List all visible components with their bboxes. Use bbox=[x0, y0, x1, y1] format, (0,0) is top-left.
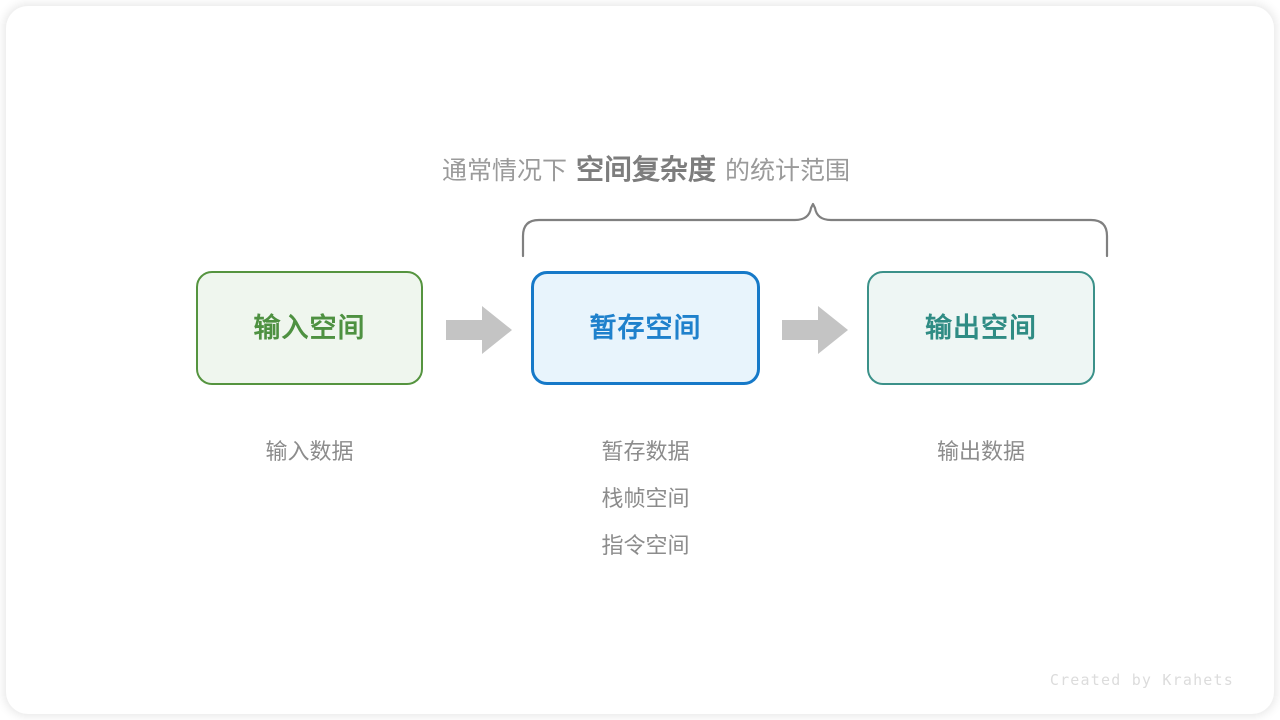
sublabels-input: 输入数据 bbox=[196, 428, 423, 475]
box-input-space[interactable]: 输入空间 bbox=[196, 271, 423, 385]
sublabel-item: 栈帧空间 bbox=[601, 486, 690, 511]
sublabel-item: 输入数据 bbox=[265, 439, 354, 464]
box-temp-space[interactable]: 暂存空间 bbox=[531, 271, 760, 385]
box-output-space-label: 输出空间 bbox=[925, 312, 1037, 343]
caption-prefix: 通常情况下 bbox=[441, 157, 567, 185]
caption-emphasis: 空间复杂度 bbox=[575, 154, 716, 185]
arrow-right-icon bbox=[782, 306, 848, 354]
box-temp-space-label: 暂存空间 bbox=[589, 312, 702, 343]
sublabels-output: 输出数据 bbox=[867, 428, 1095, 475]
sublabel-item: 暂存数据 bbox=[601, 439, 690, 464]
scope-brace-icon bbox=[521, 202, 1109, 258]
space-boxes-row: 输入空间 暂存空间 输出空间 bbox=[6, 271, 1280, 387]
arrow-right-icon bbox=[446, 306, 512, 354]
caption-suffix: 的统计范围 bbox=[725, 157, 851, 185]
sublabel-item: 指令空间 bbox=[601, 533, 690, 558]
scope-caption: 通常情况下空间复杂度的统计范围 bbox=[6, 156, 1280, 184]
box-input-space-label: 输入空间 bbox=[253, 312, 366, 343]
watermark: Created by Krahets bbox=[1049, 671, 1234, 689]
sublabel-item: 输出数据 bbox=[936, 439, 1025, 464]
diagram-card: 通常情况下空间复杂度的统计范围 输入空间 暂存空间 输出空间 bbox=[6, 6, 1274, 714]
box-output-space[interactable]: 输出空间 bbox=[867, 271, 1095, 385]
sublabels-temp: 暂存数据 栈帧空间 指令空间 bbox=[531, 428, 760, 569]
